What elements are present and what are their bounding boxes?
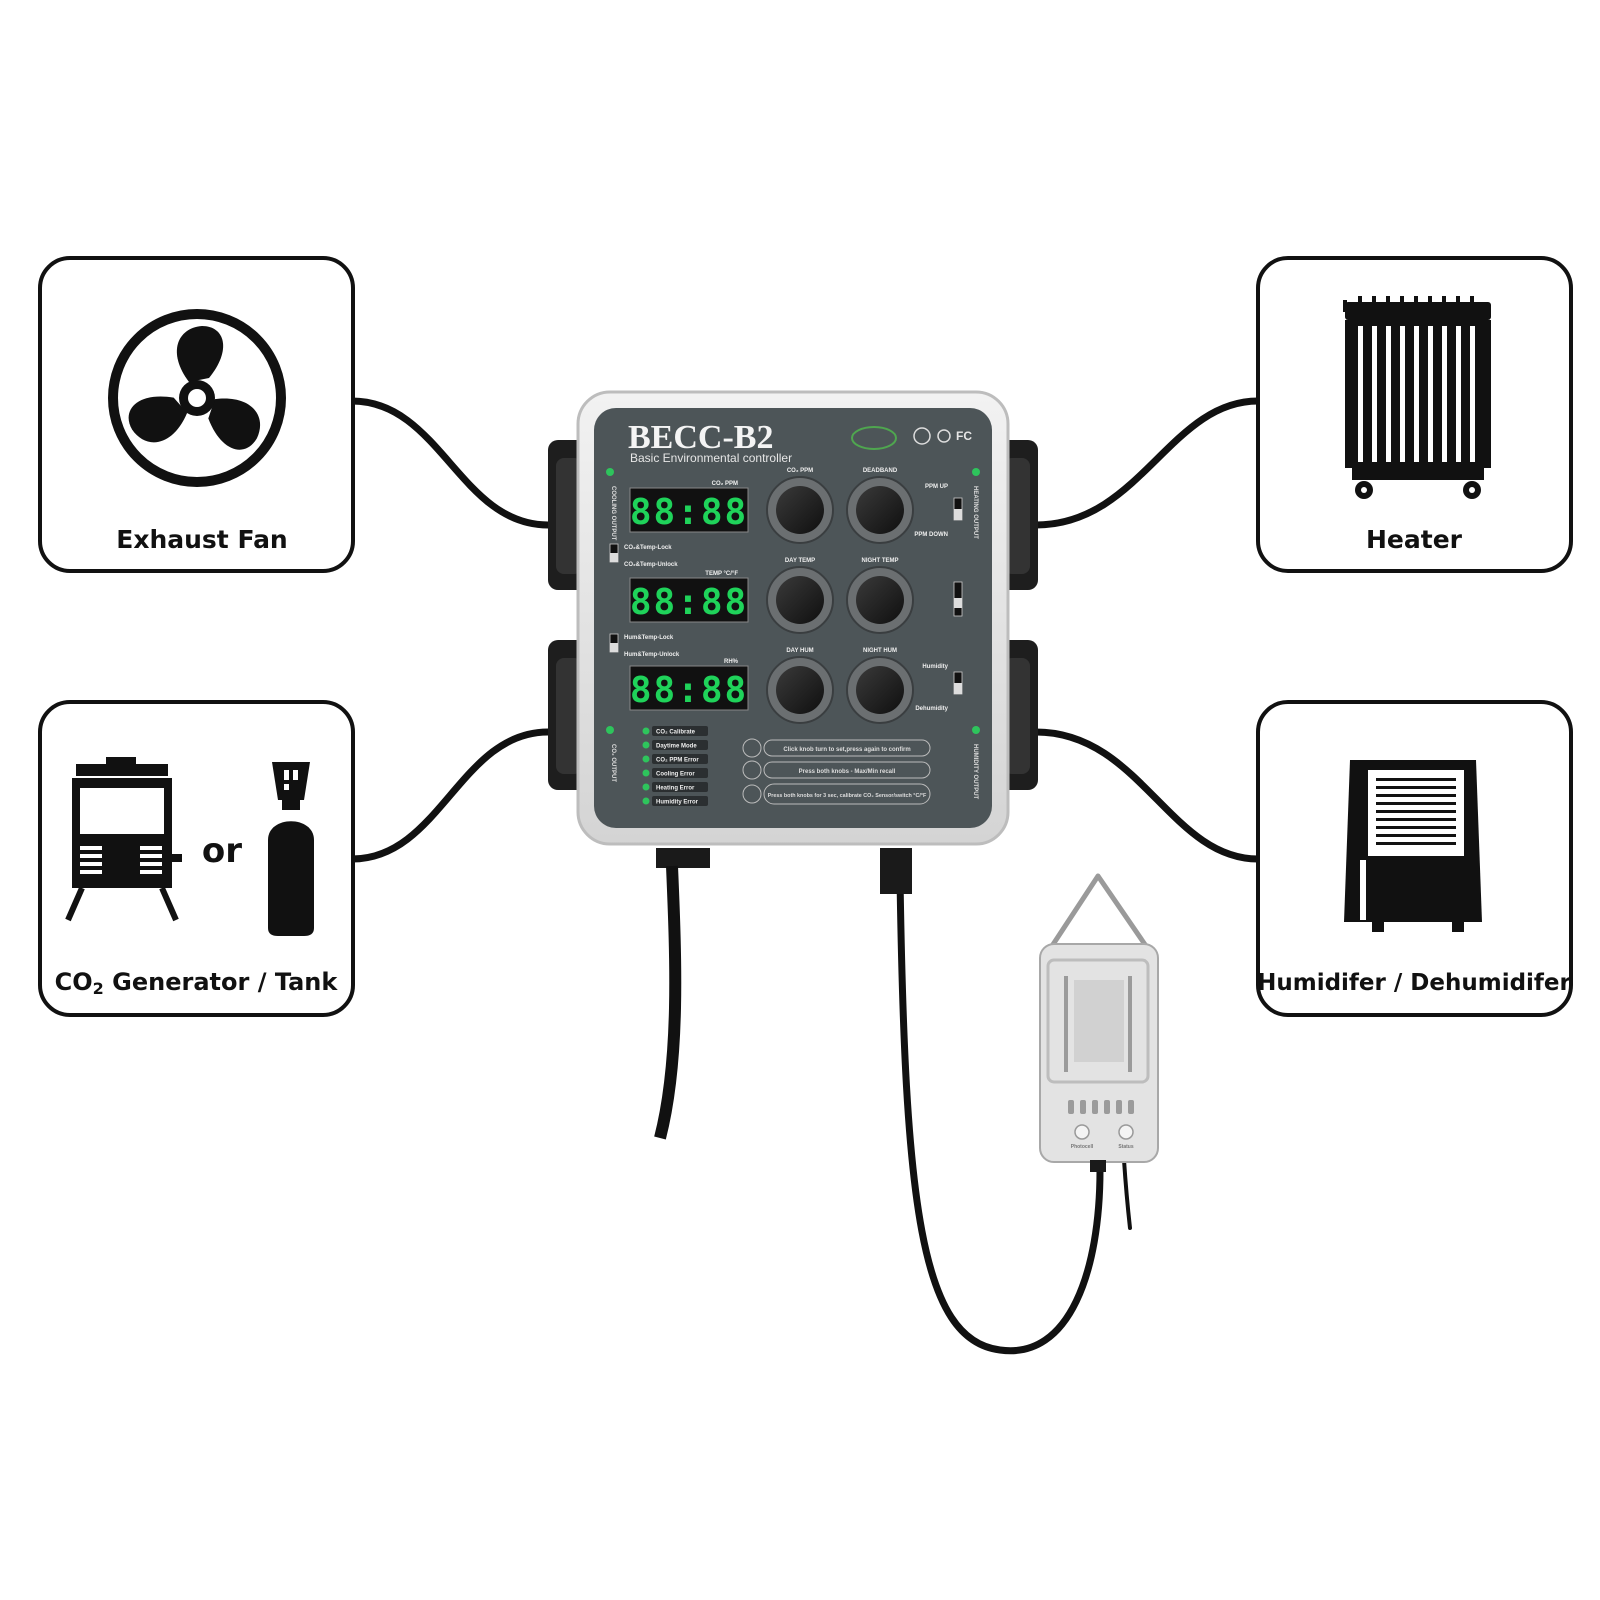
knob-night-temp-label: NIGHT TEMP <box>862 558 899 564</box>
svg-text:CO₂ PPM Error: CO₂ PPM Error <box>656 758 699 764</box>
sensor-unit: Photocell Status <box>1039 873 1159 1172</box>
radiator-heater-icon <box>1343 296 1491 499</box>
humidity-mode-switch[interactable]: Humidity Dehumidity <box>915 664 963 712</box>
cable-sensor <box>896 874 1104 1355</box>
knob-day-temp[interactable]: DAY TEMP <box>766 558 834 634</box>
display-temp-value: 88:88 <box>630 582 748 623</box>
svg-text:Status: Status <box>1118 1144 1134 1150</box>
svg-text:Press both knobs for 3 sec, ca: Press both knobs for 3 sec, calibrate CO… <box>768 793 927 799</box>
temp-range-switch[interactable] <box>953 581 963 617</box>
svg-text:Photocell: Photocell <box>1071 1144 1094 1150</box>
knob-deadband[interactable]: DEADBAND <box>846 468 914 544</box>
humidity-mode-label: Humidity <box>922 664 948 670</box>
knob-night-temp[interactable]: NIGHT TEMP <box>846 558 914 634</box>
knob-day-hum[interactable]: DAY HUM <box>766 648 834 724</box>
status-led-list: CO₂ Calibrate Daytime Mode CO₂ PPM Error… <box>642 726 708 806</box>
power-cord <box>654 848 912 1140</box>
display-co2-value: 88:88 <box>630 492 748 533</box>
co2-output-label: CO₂ OUTPUT <box>610 744 616 782</box>
cable-heater <box>1032 397 1262 529</box>
cert-mark-icon <box>913 427 931 445</box>
sensor-hanger <box>1049 873 1149 948</box>
cert-mark-icon-2 <box>937 429 951 443</box>
knob-night-hum-label: NIGHT HUM <box>863 648 897 654</box>
cable-exhaust-fan <box>348 397 552 529</box>
svg-text:CO₂ Calibrate: CO₂ Calibrate <box>656 730 696 736</box>
fan-icon <box>108 309 286 487</box>
svg-text:Cooling Error: Cooling Error <box>656 772 695 778</box>
svg-text:Click knob turn to set,press a: Click knob turn to set,press again to co… <box>783 747 910 753</box>
knob-co2-ppm-label: CO₂ PPM <box>787 468 813 474</box>
sensor-photocell-button[interactable]: Photocell <box>1071 1124 1094 1150</box>
humidity-output-label: HUMIDITY OUTPUT <box>972 744 978 800</box>
knob-day-temp-label: DAY TEMP <box>785 558 815 564</box>
instruction-item: Press both knobs for 3 sec, calibrate CO… <box>742 783 931 805</box>
display-temp-label: TEMP °C/°F <box>705 571 738 577</box>
output-led-co2 <box>606 726 614 734</box>
output-led-heating <box>972 468 980 476</box>
dehumidifier-icon <box>1344 760 1482 932</box>
exhaust-fan-box: Exhaust Fan <box>38 256 355 573</box>
display-humidity-label: RH% <box>724 659 739 665</box>
status-led: Cooling Error <box>642 768 708 778</box>
svg-text:Humidity Error: Humidity Error <box>656 800 699 806</box>
sensor-tail-cable <box>1122 1158 1132 1230</box>
co2-temp-lock-switch[interactable]: CO₂&Temp-Lock CO₂&Temp-Unlock <box>609 543 678 568</box>
status-led: Humidity Error <box>642 796 708 806</box>
model-title: BECC-B2 <box>628 419 773 456</box>
output-led-humidity <box>972 726 980 734</box>
status-led: CO₂ PPM Error <box>642 754 708 764</box>
display-co2-label: CO₂ PPM <box>712 481 738 487</box>
display-humidity-value: 88:88 <box>630 670 748 711</box>
co2-tank-icon <box>268 762 314 936</box>
or-label: or <box>202 831 242 871</box>
co2-generator-icon <box>65 757 182 922</box>
heater-box: Heater <box>1256 256 1573 573</box>
knob-day-hum-label: DAY HUM <box>786 648 813 654</box>
exhaust-fan-label: Exhaust Fan <box>116 525 287 554</box>
hum-unlock-label: Hum&Temp-Unlock <box>624 652 680 658</box>
co2-box: or CO2 Generator / Tank <box>38 700 355 1017</box>
cable-co2 <box>348 728 552 863</box>
controller: BECC-B2 Basic Environmental controller F… <box>548 390 1038 846</box>
status-led: Daytime Mode <box>642 740 708 750</box>
co2-label: CO2 Generator / Tank <box>55 968 339 998</box>
ppm-direction-switch[interactable]: PPM UP PPM DOWN <box>914 484 963 538</box>
brand-logo <box>851 426 897 450</box>
svg-text:Press both knobs - Max/Min rec: Press both knobs - Max/Min recall <box>799 769 896 775</box>
instruction-list: Click knob turn to set,press again to co… <box>742 738 931 805</box>
knob-deadband-label: DEADBAND <box>863 468 898 474</box>
humidifier-box: Humidifer / Dehumidifer <box>1256 700 1573 1017</box>
svg-text:Heating Error: Heating Error <box>656 786 695 792</box>
ppm-up-label: PPM UP <box>925 484 948 490</box>
display-co2: CO₂ PPM 88:88 <box>629 481 749 533</box>
cert-fc-label: FC <box>956 429 972 443</box>
humidifier-label: Humidifer / Dehumidifer <box>1257 970 1571 996</box>
co2-lock-label: CO₂&Temp-Lock <box>624 545 672 551</box>
cooling-output-label: COOLING OUTPUT <box>610 486 616 541</box>
cables <box>348 397 1262 1355</box>
heating-output-label: HEATING OUTPUT <box>972 486 978 539</box>
co2-unlock-label: CO₂&Temp-Unlock <box>624 562 678 568</box>
ppm-down-label: PPM DOWN <box>914 532 948 538</box>
model-subtitle: Basic Environmental controller <box>630 451 792 465</box>
dehumidity-mode-label: Dehumidity <box>915 706 948 712</box>
hum-lock-label: Hum&Temp-Lock <box>624 635 674 641</box>
status-led: Heating Error <box>642 782 708 792</box>
heater-label: Heater <box>1366 525 1463 554</box>
instruction-item: Press both knobs - Max/Min recall <box>742 760 931 780</box>
knob-night-hum[interactable]: NIGHT HUM <box>846 648 914 724</box>
svg-text:Daytime Mode: Daytime Mode <box>656 744 697 750</box>
sensor-status-button[interactable]: Status <box>1118 1124 1134 1150</box>
display-humidity: RH% 88:88 <box>629 659 749 711</box>
instruction-item: Click knob turn to set,press again to co… <box>742 738 931 758</box>
display-temp: TEMP °C/°F 88:88 <box>629 571 749 623</box>
output-led-cooling <box>606 468 614 476</box>
cable-humidifier <box>1032 728 1262 863</box>
status-led: CO₂ Calibrate <box>642 726 708 736</box>
hum-temp-lock-switch[interactable]: Hum&Temp-Lock Hum&Temp-Unlock <box>609 633 680 658</box>
knob-co2-ppm[interactable]: CO₂ PPM <box>766 468 834 544</box>
